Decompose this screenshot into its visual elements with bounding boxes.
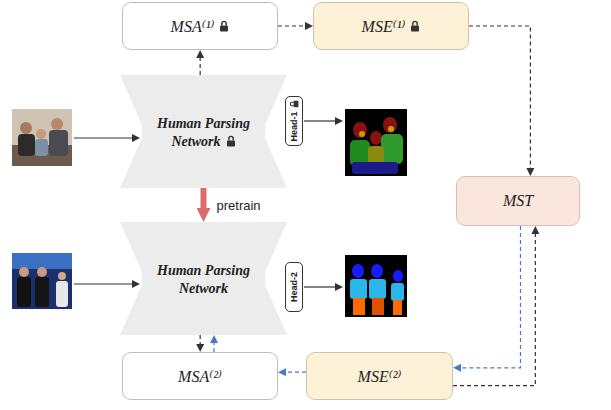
dashed-arrow	[200, 335, 201, 344]
dashed-arrow	[286, 372, 306, 373]
map-part	[393, 270, 403, 282]
map-part	[359, 131, 365, 137]
map-ground	[345, 109, 407, 176]
photo-ground	[12, 253, 72, 309]
edge-label: pretrain	[215, 198, 263, 213]
module-box: MSA⁽¹⁾	[122, 2, 278, 50]
photo-body	[17, 277, 31, 307]
lock-icon	[219, 20, 229, 32]
output-arrow	[304, 120, 335, 121]
photo-head	[58, 272, 66, 280]
output-arrow	[304, 286, 335, 287]
head-box: Head-1	[285, 96, 303, 146]
pretrain-arrow	[201, 188, 207, 208]
map-ground	[345, 255, 407, 317]
photo-light	[12, 253, 72, 269]
map-part	[370, 131, 382, 145]
map-part	[391, 283, 404, 301]
photo-body	[56, 281, 68, 307]
map-part	[352, 264, 364, 278]
parsing-map	[345, 109, 407, 176]
node-label: MSE⁽²⁾	[358, 367, 402, 386]
module-box: MSE⁽²⁾	[306, 352, 453, 400]
input-photo	[12, 253, 72, 309]
map-part	[350, 279, 367, 299]
map-part	[393, 300, 402, 315]
input-arrow	[74, 137, 132, 138]
photo-head	[37, 267, 47, 277]
photo-body	[35, 277, 49, 307]
map-part	[381, 134, 403, 164]
map-part	[383, 117, 397, 133]
node-label: Human Parsing Network	[157, 263, 250, 296]
network-shape: Human Parsing Network	[120, 222, 287, 335]
head-box: Head-2	[285, 262, 303, 312]
input-arrow	[74, 283, 132, 284]
input-photo	[12, 109, 72, 166]
photo-ground	[12, 109, 72, 166]
dashed-arrow	[469, 26, 530, 168]
node-label: MSA⁽²⁾	[178, 367, 222, 386]
head-label: Head-2	[289, 272, 299, 302]
node-label: Human Parsing Network	[157, 116, 250, 149]
map-part	[388, 126, 394, 132]
map-part	[371, 264, 383, 278]
network-shape: Human Parsing Network	[120, 75, 287, 188]
map-part	[369, 279, 386, 299]
network-outline	[120, 222, 287, 335]
lock-icon	[226, 135, 236, 147]
lock-icon	[289, 101, 299, 109]
lock-icon	[410, 20, 420, 32]
photo-head	[20, 122, 32, 134]
parsing-map	[345, 255, 407, 317]
photo-body	[35, 139, 48, 156]
photo-body	[18, 134, 35, 156]
map-part	[372, 298, 384, 315]
node-label: MST	[503, 192, 533, 210]
dashed-arrow	[200, 58, 201, 75]
head-label: Head-1	[289, 112, 299, 142]
photo-head	[36, 129, 46, 139]
dashed-arrow	[213, 343, 214, 352]
dashed-arrow	[278, 25, 305, 26]
map-part	[352, 162, 398, 174]
photo-body	[49, 130, 68, 156]
node-label: MSA⁽¹⁾	[171, 17, 215, 36]
module-box: MSA⁽²⁾	[122, 352, 278, 400]
map-part	[353, 298, 365, 315]
module-box: MSE⁽¹⁾	[313, 2, 469, 50]
module-box: MST	[456, 176, 580, 226]
node-label: MSE⁽¹⁾	[362, 17, 406, 36]
photo-head	[51, 118, 63, 130]
dashed-arrow	[461, 226, 520, 368]
map-part	[368, 146, 384, 164]
map-part	[353, 122, 367, 138]
network-outline	[120, 75, 287, 188]
dashed-arrow	[453, 234, 535, 386]
photo-head	[19, 267, 29, 277]
